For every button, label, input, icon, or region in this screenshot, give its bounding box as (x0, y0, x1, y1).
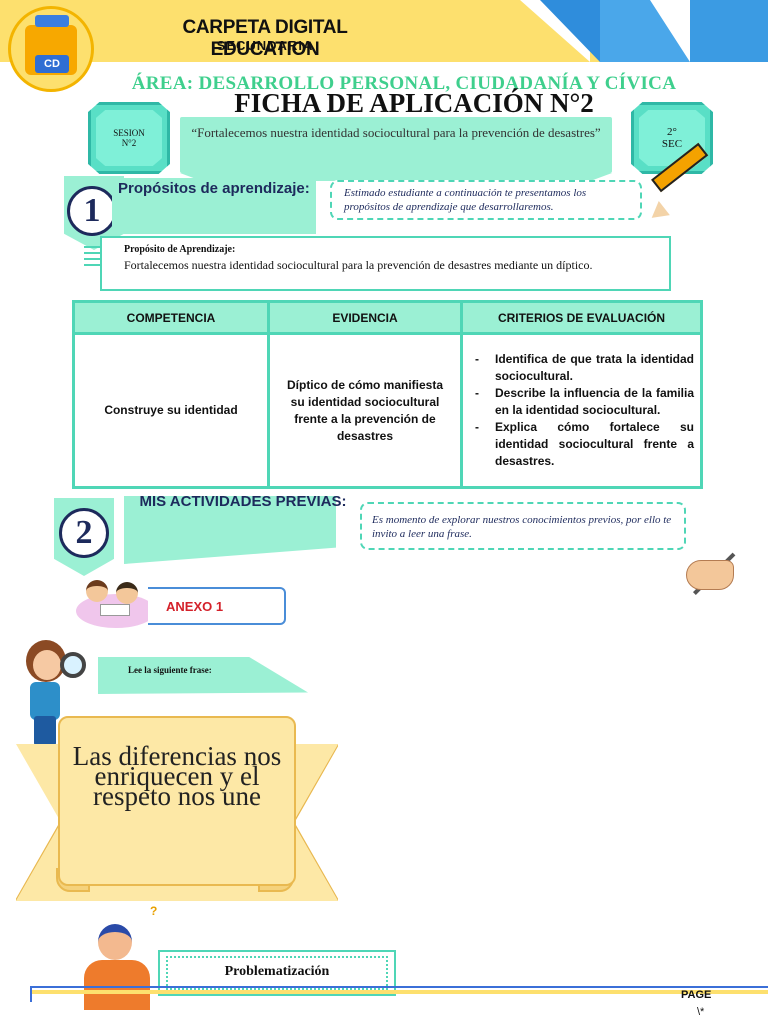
grade-number: 2° (667, 126, 677, 138)
session-label: SESION (113, 128, 145, 138)
session-number: N°2 (121, 138, 137, 148)
writing-hand-icon (686, 560, 734, 590)
girl-body (30, 682, 60, 720)
pencil-tip-icon (646, 200, 670, 226)
girl-legs (34, 716, 56, 746)
header-decoration (650, 0, 690, 62)
competencia-cell: Construye su identidad (72, 332, 270, 489)
problematizacion-title: Problematización (224, 964, 330, 979)
book-icon (100, 604, 130, 616)
column-header: CRITERIOS DE EVALUACIÓN (460, 300, 703, 335)
quote-banner: Las diferencias nos enriquecen y el resp… (58, 716, 296, 886)
section-2-note: Es momento de explorar nuestros conocimi… (372, 514, 672, 540)
session-badge: SESION N°2 (88, 102, 170, 174)
purpose-title: Propósito de Aprendizaje: (124, 244, 236, 255)
header-decoration (540, 0, 600, 62)
header-subtitle: SECUNDARIA (216, 38, 314, 53)
header-decoration (690, 0, 768, 62)
list-item: Identifica de que trata la identidad soc… (469, 351, 694, 385)
session-topic-box: “Fortalecemos nuestra identidad sociocul… (180, 117, 612, 173)
question-mark-icon: ? (150, 904, 158, 918)
column-header: COMPETENCIA (72, 300, 270, 335)
problematizacion-inner-border (166, 956, 388, 990)
purpose-box: Propósito de Aprendizaje: Fortalecemos n… (100, 236, 671, 291)
competencies-table: COMPETENCIA EVIDENCIA CRITERIOS DE EVALU… (72, 300, 703, 489)
logo-text: CD (35, 55, 69, 73)
footer-tick (30, 986, 32, 1002)
purpose-text: Fortalecemos nuestra identidad sociocult… (124, 258, 593, 272)
section-2-number: 2 (59, 508, 109, 558)
header-title: CARPETA DIGITAL EDUCATION (182, 17, 348, 60)
table-row: Construye su identidad Díptico de cómo m… (72, 332, 703, 489)
session-topic: “Fortalecemos nuestra identidad sociocul… (191, 125, 601, 140)
grade-level: SEC (661, 138, 683, 150)
problematizacion-box: Problematización (158, 950, 396, 996)
table-header-row: COMPETENCIA EVIDENCIA CRITERIOS DE EVALU… (72, 300, 703, 335)
column-header: EVIDENCIA (267, 300, 463, 335)
footer-line (30, 986, 768, 988)
boy-head (98, 924, 132, 960)
quote-text: Las diferencias nos enriquecen y el resp… (72, 741, 282, 811)
section-1-number: 1 (67, 186, 117, 236)
criterios-cell: Identifica de que trata la identidad soc… (460, 332, 703, 489)
criteria-list: Identifica de que trata la identidad soc… (469, 351, 694, 470)
page-title: FICHA DE APLICACIÓN N°2 (234, 88, 594, 118)
page-field-code: \* (697, 1006, 705, 1018)
magnifier-icon (60, 652, 86, 678)
section-2-title: MIS ACTIVIDADES PREVIAS: (139, 493, 347, 510)
list-item: Describe la influencia de la familia en … (469, 385, 694, 419)
section-1-title-background (112, 178, 316, 234)
evidencia-cell: Díptico de cómo manifiesta su identidad … (267, 332, 463, 489)
section-1-title: Propósitos de aprendizaje: (118, 180, 310, 197)
section-2-note-box: Es momento de explorar nuestros conocimi… (360, 502, 686, 550)
area-title: ÁREA: DESARROLLO PERSONAL, CIUDADANÍA Y … (131, 73, 677, 94)
section-1-note-box: Estimado estudiante a continuación te pr… (330, 180, 642, 220)
thinking-boy-illustration (84, 960, 150, 1010)
section-1-note: Estimado estudiante a continuación te pr… (344, 187, 587, 213)
page-label: PAGE (681, 989, 712, 1001)
list-item: Explica cómo fortalece su identidad soci… (469, 419, 694, 470)
kid-icon (86, 580, 108, 602)
brand-logo: CD (8, 6, 94, 92)
girl-face (33, 650, 61, 680)
instruction-banner (98, 657, 308, 694)
anexo-label: ANEXO 1 (166, 599, 224, 614)
kid-icon (116, 582, 138, 604)
instruction-text: Lee la siguiente frase: (128, 665, 212, 675)
anexo-label-box: ANEXO 1 (148, 587, 286, 625)
graduation-cap-icon (35, 15, 69, 27)
footer-line (30, 990, 768, 994)
divider-dots (84, 246, 106, 276)
